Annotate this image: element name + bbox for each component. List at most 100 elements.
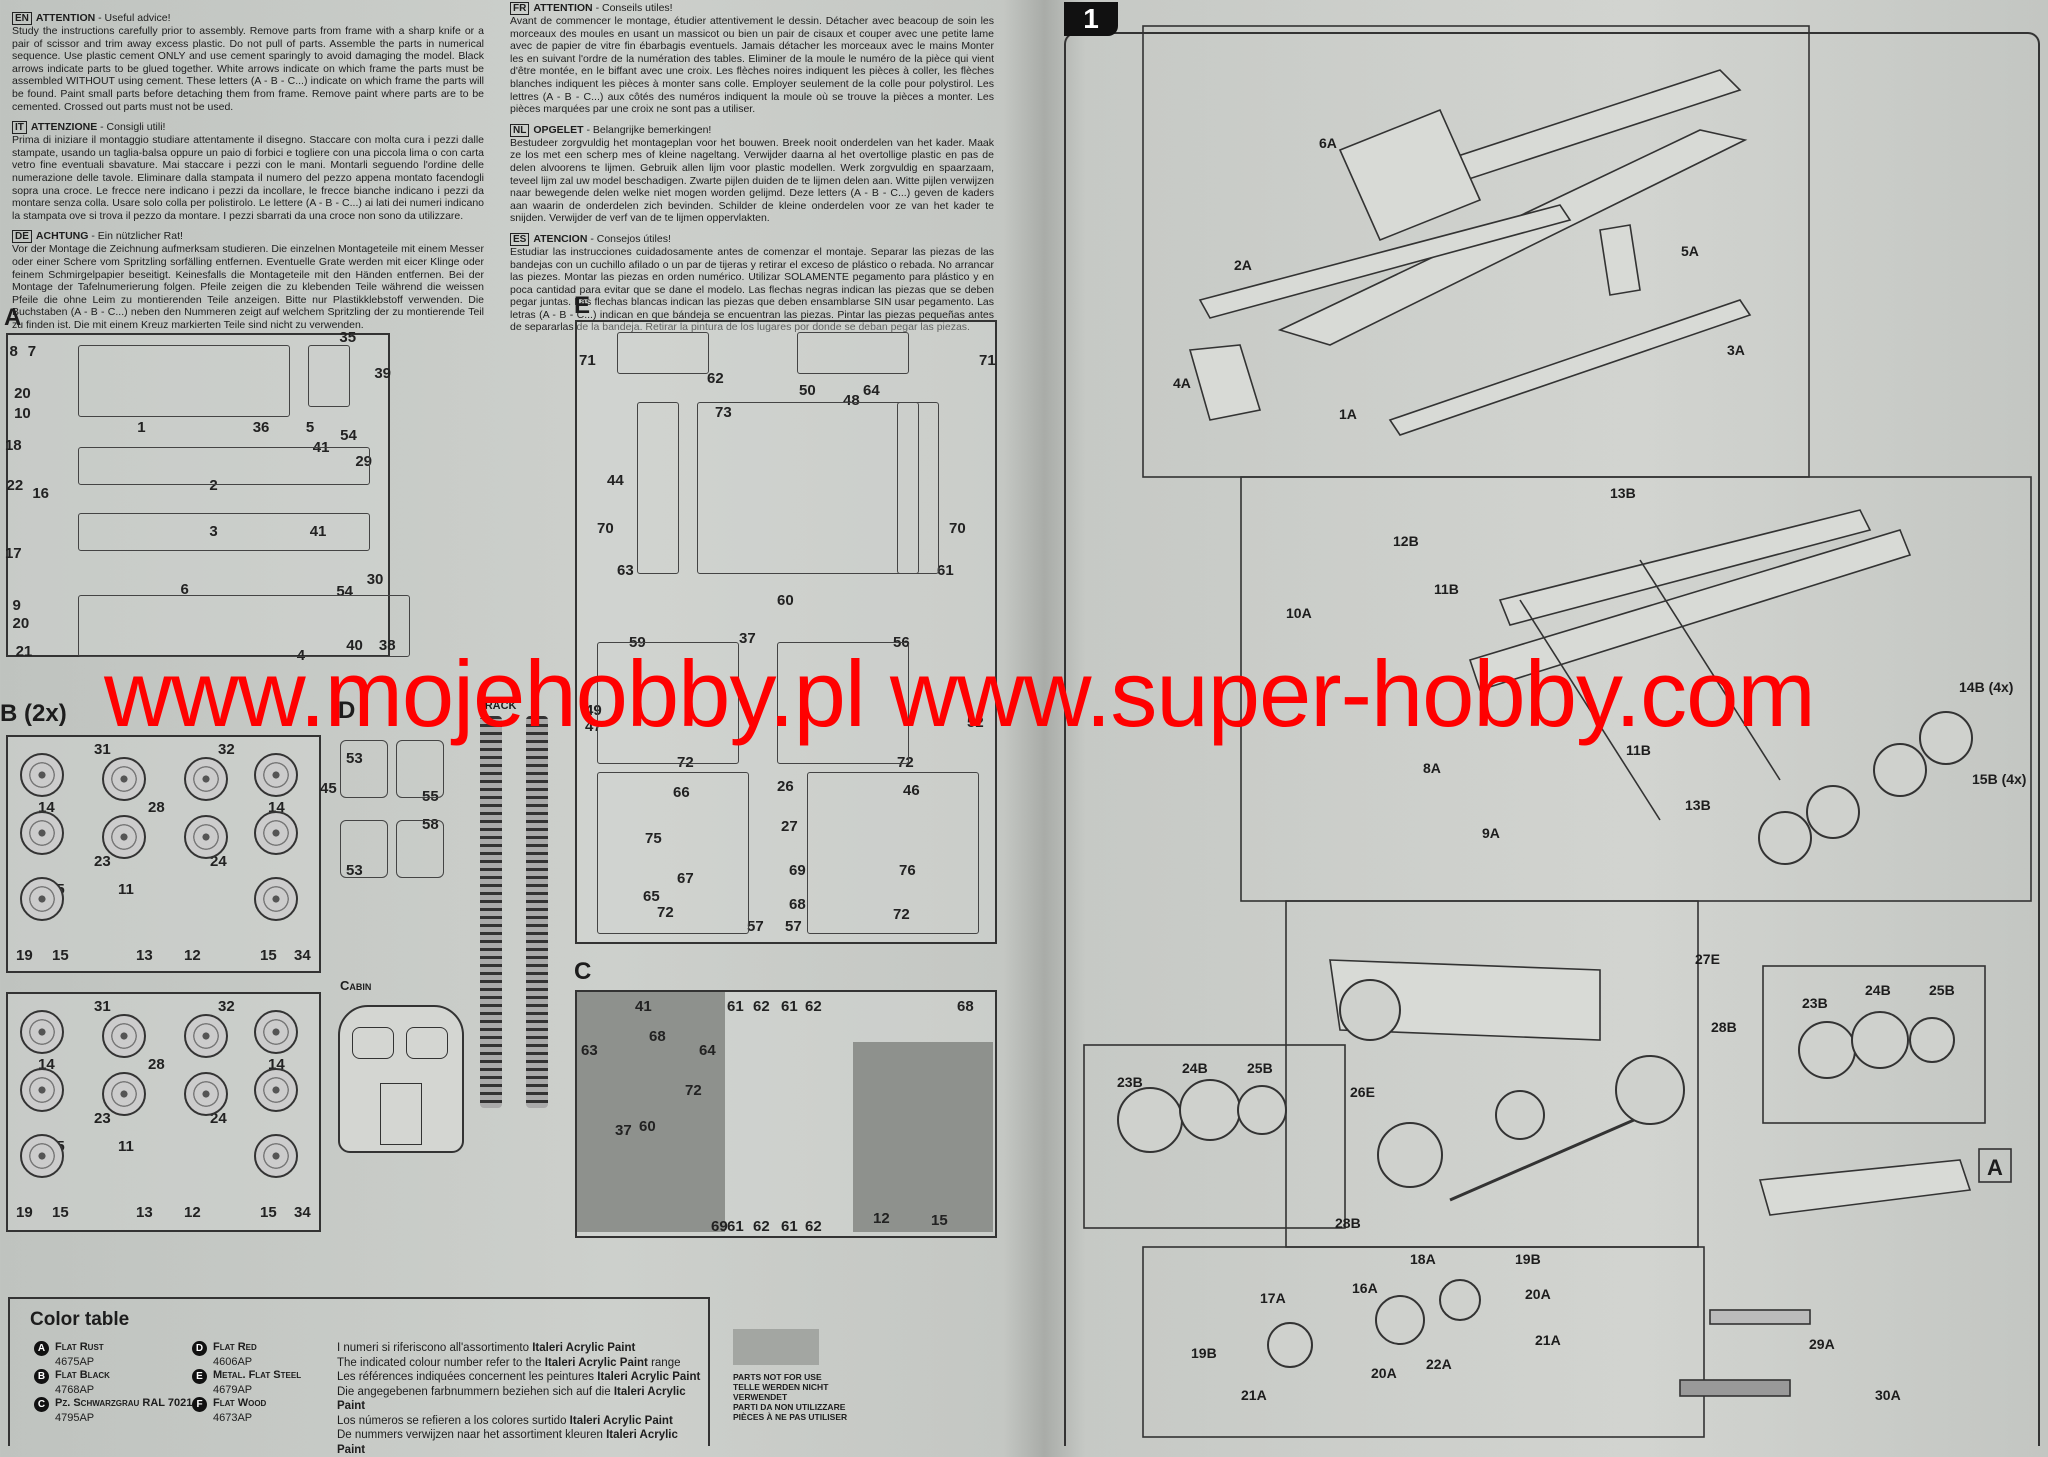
part-callout-label: 21A	[1535, 1332, 1561, 1348]
sprue-part	[697, 402, 919, 574]
part-number: 68	[649, 1028, 666, 1045]
part-callout-label: 28B	[1335, 1215, 1361, 1231]
part-number: 67	[677, 870, 694, 887]
part-number: 10	[14, 405, 31, 422]
part-number: 36	[252, 419, 270, 436]
part-callout-label: 11B	[1434, 581, 1459, 597]
part-number: 18	[4, 437, 22, 454]
part-number: 72	[657, 904, 674, 921]
part-number: 46	[903, 782, 920, 799]
part-callout-label: 22A	[1426, 1356, 1452, 1372]
wheel-part	[20, 811, 64, 855]
sprue-part	[78, 595, 410, 657]
part-number: 34	[294, 1204, 311, 1221]
wheel-part	[184, 815, 228, 859]
part-number: 61	[781, 998, 798, 1015]
part-number: 19	[16, 1204, 33, 1221]
part-number: 20	[14, 385, 31, 402]
part-number: 15	[260, 1204, 277, 1221]
part-number: 62	[707, 370, 724, 387]
wheel-part	[254, 753, 298, 797]
part-number: 61	[727, 1218, 744, 1235]
sprue-part	[807, 772, 979, 934]
part-number: 73	[715, 404, 732, 421]
wheel-part	[254, 1134, 298, 1178]
part-number: 41	[309, 523, 327, 540]
part-callout-label: 10A	[1286, 605, 1312, 621]
part-number: 61	[937, 562, 954, 579]
part-callout-label: 16A	[1352, 1280, 1378, 1296]
sprue-part	[340, 820, 388, 878]
part-callout-label: 24B	[1865, 982, 1891, 998]
part-number: 22	[6, 477, 24, 494]
sprue-part	[340, 740, 388, 798]
part-number: 66	[673, 784, 690, 801]
part-number: 29	[355, 453, 372, 470]
paint-reference-line: I numeri si riferiscono all'assortimento…	[337, 1342, 636, 1354]
part-callout-label: 29A	[1809, 1336, 1835, 1352]
wheel-part	[184, 1014, 228, 1058]
part-callout-label: 4A	[1173, 375, 1191, 391]
part-callout-label: 26E	[1350, 1084, 1375, 1100]
part-number: 12	[184, 947, 201, 964]
wheel-part	[20, 1134, 64, 1178]
part-number: 69	[711, 1218, 728, 1235]
part-callout-label: 14B (4x)	[1959, 679, 2013, 695]
part-number: 41	[635, 998, 652, 1015]
sprue-e-letter: E	[574, 292, 591, 319]
part-number: 70	[949, 520, 966, 537]
sprue-part	[617, 332, 709, 374]
sprue-part	[597, 642, 739, 764]
part-callout-label: 13B	[1610, 485, 1636, 501]
part-number: 62	[753, 998, 770, 1015]
sprue-part	[797, 332, 909, 374]
part-number: 23	[94, 1110, 111, 1127]
sprue-a-letter: A	[4, 304, 22, 331]
part-number: 13	[136, 1204, 153, 1221]
subassembly-box-sprocket-right	[1762, 965, 1986, 1124]
part-callout-label: 25B	[1247, 1060, 1273, 1076]
sprue-d-letter: D	[338, 697, 356, 724]
part-number: 4	[296, 647, 306, 664]
part-number: 13	[136, 947, 153, 964]
part-callout-label: 6A	[1319, 135, 1337, 151]
sprue-c-letter: C	[574, 958, 592, 985]
part-number: 61	[781, 1218, 798, 1235]
part-callout-label: 11B	[1626, 742, 1651, 758]
part-callout-label: 13B	[1685, 797, 1711, 813]
part-number: 39	[374, 365, 391, 382]
wheel-part	[254, 877, 298, 921]
wheels	[1117, 711, 1973, 1368]
part-number: 15	[52, 1204, 69, 1221]
paint-reference-line: Les références indiquées concernent les …	[337, 1371, 701, 1383]
part-callout-label: 18A	[1410, 1251, 1436, 1267]
part-number: 1	[137, 419, 146, 436]
wheel-part	[20, 1010, 64, 1054]
part-number: 27	[781, 818, 798, 835]
track-links-right	[526, 716, 548, 1108]
part-number: 17	[4, 545, 22, 562]
sprue-part	[78, 345, 290, 417]
paint-reference-line: Los números se refieren a los colores su…	[337, 1414, 673, 1427]
part-number: 9	[12, 597, 21, 614]
wheel-part	[102, 1072, 146, 1116]
sprue-b-letter: B (2x)	[0, 700, 67, 727]
wheel-part	[20, 877, 64, 921]
part-number: 72	[685, 1082, 702, 1099]
part-number: 5	[305, 419, 315, 436]
part-callout-label: 17A	[1260, 1290, 1286, 1306]
part-callout-label: 2A	[1234, 257, 1252, 273]
part-callout-label: 23B	[1802, 995, 1828, 1011]
part-number: 44	[607, 472, 624, 489]
sprue-b-second: 31321428142324251133191513121534	[6, 992, 321, 1232]
part-callout-label: 20A	[1371, 1365, 1397, 1381]
part-callout-label: 20A	[1525, 1286, 1551, 1302]
callout-a-box	[1978, 1148, 2012, 1183]
